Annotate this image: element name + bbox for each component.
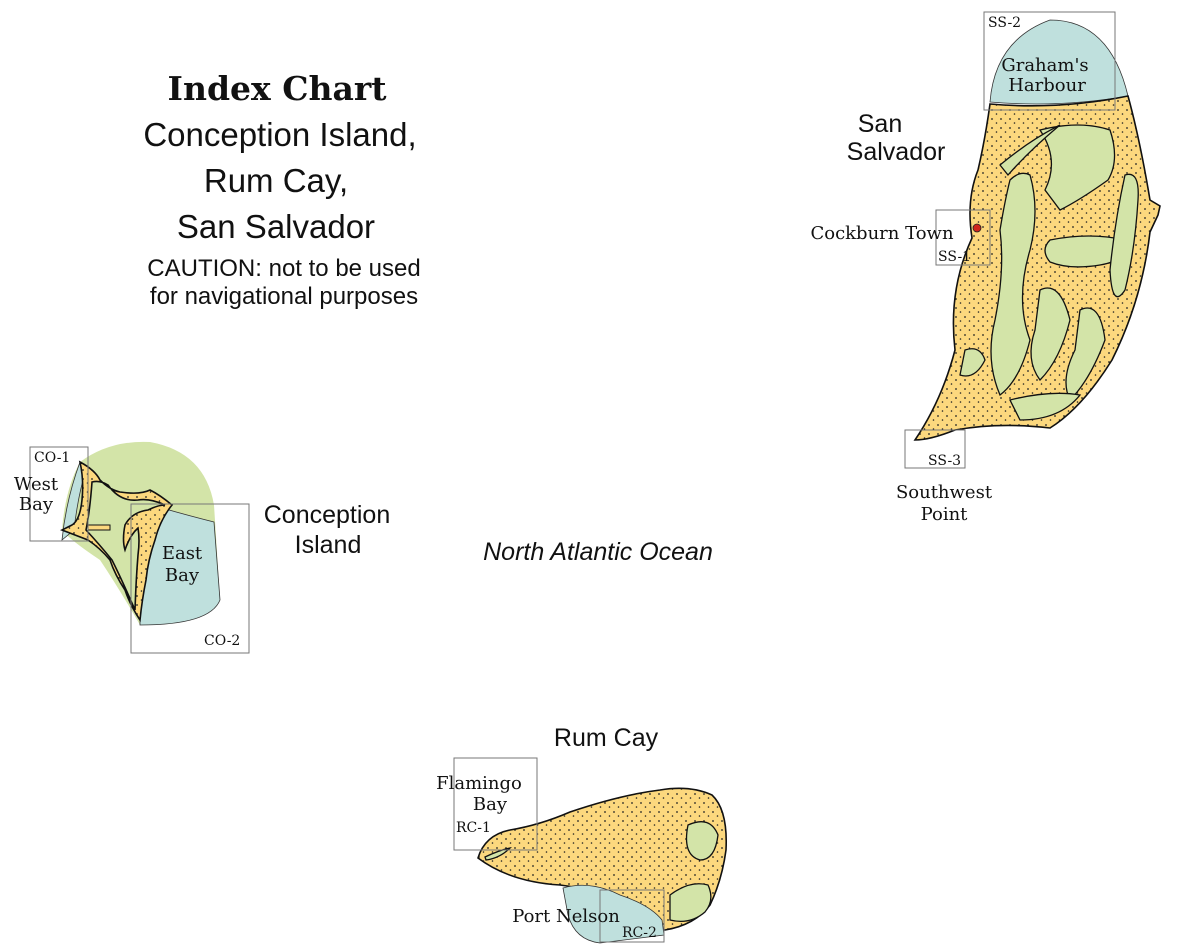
sand-bar bbox=[87, 524, 111, 531]
caution-line-2: for navigational purposes bbox=[150, 283, 418, 310]
chart-heading: Index Chart bbox=[168, 69, 388, 108]
chart-box-ss-3[interactable] bbox=[904, 429, 966, 469]
chart-label-ss-1: SS-1 bbox=[938, 249, 971, 265]
place-west: West bbox=[14, 474, 59, 495]
cockburn-town-marker bbox=[972, 223, 982, 233]
chart-box-ss-1[interactable] bbox=[935, 209, 991, 266]
place-flamingo-bay: Bay bbox=[473, 794, 508, 815]
chart-label-co-2: CO-2 bbox=[204, 633, 240, 649]
lake bbox=[1038, 124, 1116, 211]
grahams-harbour-water bbox=[989, 19, 1129, 105]
place-point: Point bbox=[921, 504, 969, 525]
san-salvador-island: SS-2 SS-1 SS-3 Graham's Harbour San Salv… bbox=[810, 11, 1161, 525]
lake bbox=[669, 883, 712, 923]
lake bbox=[1109, 173, 1139, 298]
place-cockburn-town: Cockburn Town bbox=[810, 223, 953, 244]
lake bbox=[990, 172, 1036, 397]
lake bbox=[484, 846, 512, 861]
ocean-label: North Atlantic Ocean bbox=[483, 538, 713, 566]
chart-label-rc-1: RC-1 bbox=[456, 820, 491, 836]
place-east-bay: Bay bbox=[165, 565, 200, 586]
island-name-conception: Conception bbox=[264, 501, 390, 529]
chart-box-co-2[interactable] bbox=[130, 503, 250, 654]
chart-label-ss-2: SS-2 bbox=[988, 15, 1021, 31]
lake bbox=[1065, 307, 1106, 402]
chart-box-rc-2[interactable] bbox=[599, 889, 665, 943]
title-line-3: San Salvador bbox=[177, 208, 375, 245]
title-line-2: Rum Cay, bbox=[204, 162, 348, 199]
port-nelson-water bbox=[562, 884, 665, 944]
lake bbox=[959, 348, 986, 377]
lake bbox=[1009, 392, 1082, 421]
chart-box-rc-1[interactable] bbox=[453, 757, 538, 851]
place-east: East bbox=[162, 543, 203, 564]
place-port-nelson: Port Nelson bbox=[512, 906, 620, 927]
island-name-island: Island bbox=[295, 531, 362, 559]
chart-label-rc-2: RC-2 bbox=[622, 925, 657, 941]
chart-box-co-1[interactable] bbox=[29, 446, 89, 542]
island-name-rum-cay: Rum Cay bbox=[554, 724, 659, 752]
island-name-salvador: Salvador bbox=[847, 138, 946, 166]
chart-box-ss-2[interactable] bbox=[983, 11, 1116, 111]
place-west-bay: Bay bbox=[19, 494, 54, 515]
place-harbour: Harbour bbox=[1008, 75, 1086, 96]
chart-label-ss-3: SS-3 bbox=[928, 453, 961, 469]
place-flamingo: Flamingo bbox=[436, 773, 522, 794]
conception-land bbox=[60, 460, 174, 623]
place-grahams: Graham's bbox=[1001, 55, 1088, 76]
lake bbox=[1030, 287, 1071, 381]
island-name-san: San bbox=[858, 110, 902, 138]
rum-cay-island: RC-1 RC-2 Rum Cay Flamingo Bay Port Nels… bbox=[436, 724, 728, 944]
caution-line-1: CAUTION: not to be used bbox=[147, 255, 420, 282]
place-southwest: Southwest bbox=[896, 482, 993, 503]
title-block: Index Chart Conception Island, Rum Cay, … bbox=[143, 69, 420, 310]
title-line-1: Conception Island, bbox=[143, 116, 416, 153]
chart-label-co-1: CO-1 bbox=[34, 450, 70, 466]
lake bbox=[999, 124, 1061, 177]
conception-island: CO-1 CO-2 West Bay East Bay Conception I… bbox=[14, 441, 390, 654]
lake bbox=[685, 821, 719, 861]
lake bbox=[1044, 235, 1127, 268]
